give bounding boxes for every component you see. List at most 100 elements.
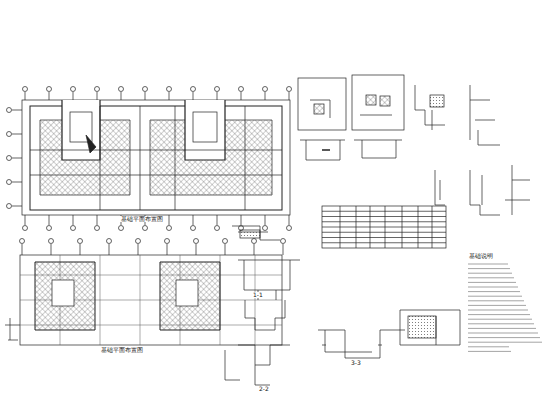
stroke: [468, 342, 542, 343]
stroke: [12, 182, 22, 183]
axis-bubble: [78, 239, 83, 244]
stroke: [468, 268, 510, 269]
stroke: [468, 273, 512, 274]
stroke: [402, 206, 403, 248]
axis-bubble: [47, 87, 52, 92]
axis-bubble: [287, 226, 292, 231]
stroke: [217, 215, 218, 225]
stroke: [432, 206, 433, 248]
stroke: [468, 319, 532, 320]
stroke: [97, 215, 98, 225]
stroke: [340, 206, 341, 248]
axis-bubble: [167, 226, 172, 231]
view-title: 1-1: [252, 292, 264, 298]
stroke: [468, 323, 534, 324]
stroke: [468, 264, 508, 265]
axis-bubble: [143, 226, 148, 231]
axis-bubble: [119, 226, 124, 231]
axis-bubble: [194, 239, 199, 244]
stroke: [193, 92, 194, 100]
axis-bubble: [215, 226, 220, 231]
stroke: [468, 351, 511, 352]
axis-bubble: [165, 239, 170, 244]
axis-bubble: [252, 239, 257, 244]
stroke: [73, 92, 74, 100]
stroke: [167, 244, 168, 255]
axis-bubble: [167, 87, 172, 92]
view-title: 2-2: [258, 386, 270, 392]
axis-bubble: [23, 87, 28, 92]
stroke: [12, 110, 22, 111]
stroke: [370, 206, 371, 248]
axis-bubble: [263, 87, 268, 92]
stroke: [225, 244, 226, 255]
stroke: [468, 305, 526, 306]
stroke: [49, 92, 50, 100]
stroke: [289, 92, 290, 100]
axis-bubble: [71, 226, 76, 231]
stroke: [196, 244, 197, 255]
axis-bubble: [281, 239, 286, 244]
stroke: [385, 206, 386, 248]
axis-bubble: [7, 180, 12, 185]
stroke: [322, 211, 446, 212]
view-title: 3-3: [350, 360, 362, 366]
axis-bubble: [263, 226, 268, 231]
stroke: [418, 206, 419, 248]
stroke: [169, 215, 170, 225]
stroke: [241, 215, 242, 225]
stroke: [265, 92, 266, 100]
stroke: [356, 206, 357, 248]
axis-bubble: [136, 239, 141, 244]
axis-bubble: [95, 87, 100, 92]
stroke: [468, 346, 509, 347]
stroke: [468, 310, 528, 311]
stroke: [468, 287, 518, 288]
stroke: [254, 244, 255, 255]
stroke: [468, 333, 538, 334]
axis-bubble: [119, 87, 124, 92]
stroke: [468, 291, 520, 292]
axis-bubble: [7, 132, 12, 137]
axis-bubble: [23, 226, 28, 231]
stroke: [322, 221, 446, 222]
axis-bubble: [107, 239, 112, 244]
axis-bubble: [7, 204, 12, 209]
stroke: [468, 277, 514, 278]
stroke: [468, 314, 530, 315]
axis-bubble: [7, 108, 12, 113]
stroke: [169, 92, 170, 100]
stroke: [322, 232, 446, 233]
stroke: [22, 244, 23, 255]
stroke: [322, 227, 446, 228]
stroke: [12, 206, 22, 207]
stroke: [49, 215, 50, 225]
view-title: 基础平面布置图: [120, 216, 164, 222]
axis-bubble: [191, 226, 196, 231]
stroke: [322, 237, 446, 238]
axis-bubble: [191, 87, 196, 92]
stroke: [138, 244, 139, 255]
notes-heading: 基础说明: [468, 253, 494, 259]
stroke: [217, 92, 218, 100]
stroke: [193, 215, 194, 225]
stroke: [468, 282, 516, 283]
stroke: [25, 92, 26, 100]
stroke: [241, 92, 242, 100]
axis-bubble: [143, 87, 148, 92]
axis-bubble: [20, 239, 25, 244]
view-title: 基础平面布置图: [100, 347, 144, 353]
axis-bubble: [7, 156, 12, 161]
stroke: [73, 215, 74, 225]
axis-bubble: [71, 87, 76, 92]
stroke: [468, 328, 536, 329]
stroke: [80, 244, 81, 255]
stroke: [97, 92, 98, 100]
stroke: [145, 92, 146, 100]
stroke: [51, 244, 52, 255]
stroke: [322, 242, 446, 243]
stroke: [109, 244, 110, 255]
stroke: [121, 92, 122, 100]
stroke: [25, 215, 26, 225]
